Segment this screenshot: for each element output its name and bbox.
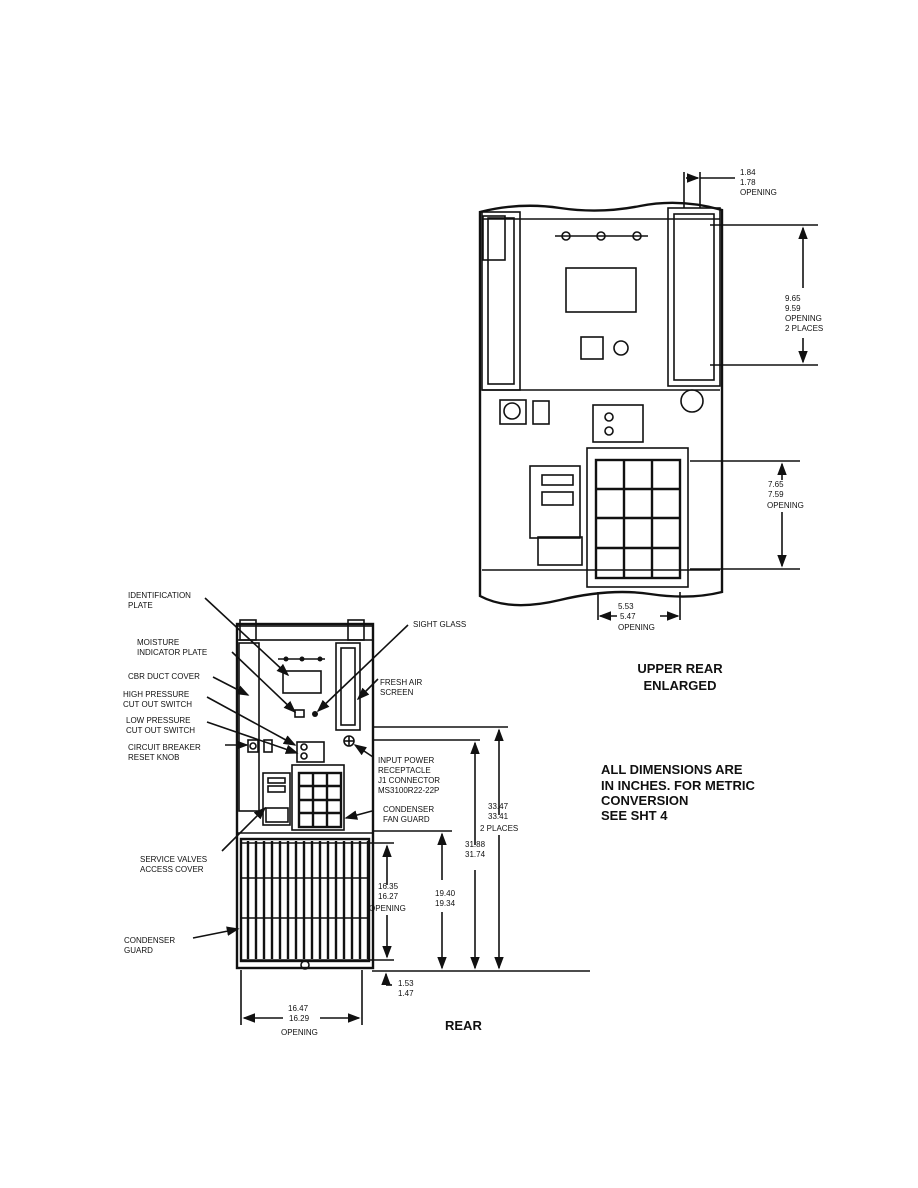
label-low-pressure-switch: LOW PRESSURE [126, 716, 190, 725]
dim-text: 5.47 [620, 612, 636, 621]
moisture-indicator-plate [580, 336, 604, 360]
dimension-note: ALL DIMENSIONS ARE IN INCHES. FOR METRIC… [601, 762, 755, 823]
dim-text: 19.40 [435, 889, 456, 898]
dim-text: 1.78 [740, 178, 756, 187]
view-title: REAR [445, 1018, 482, 1033]
label-input-power: J1 CONNECTOR [378, 776, 440, 785]
label-input-power: RECEPTACLE [378, 766, 431, 775]
note-line: IN INCHES. FOR METRIC [601, 778, 755, 793]
fresh-air-screen [335, 642, 361, 731]
label-identification-plate: PLATE [128, 601, 153, 610]
circuit-breaker-knob [249, 742, 257, 750]
dim-text: 7.65 [768, 480, 784, 489]
moisture-indicator-plate [294, 709, 305, 718]
dim-text: 31.88 [465, 840, 486, 849]
dim-text: 1.84 [740, 168, 756, 177]
dim-text: OPENING [767, 501, 804, 510]
dim-text: OPENING [281, 1028, 318, 1037]
dim-text: OPENING [740, 188, 777, 197]
circuit-breaker-knob [503, 402, 521, 420]
note-line: CONVERSION [601, 793, 688, 808]
cbr-duct-cover [238, 642, 260, 812]
dim-text: OPENING [369, 904, 406, 913]
dim-text: 33.41 [488, 812, 509, 821]
label-cbr-duct-cover: CBR DUCT COVER [128, 672, 200, 681]
label-circuit-breaker: CIRCUIT BREAKER [128, 743, 201, 752]
upper-rear-enlarged-view: 1.84 1.78 OPENING 9.65 9.59 OPENING 2 PL… [478, 168, 823, 693]
dim-text: 9.65 [785, 294, 801, 303]
dim-text: 16.27 [378, 892, 399, 901]
dim-text: 9.59 [785, 304, 801, 313]
condenser-fan-guard [586, 447, 689, 588]
label-condenser-guard: CONDENSER [124, 936, 175, 945]
rear-view: IDENTIFICATION PLATE MOISTURE INDICATOR … [123, 591, 590, 1037]
label-fresh-air-screen: SCREEN [380, 688, 414, 697]
view-title: UPPER REAR [637, 661, 723, 676]
dim-text: 7.59 [768, 490, 784, 499]
input-power-receptacle [680, 389, 704, 413]
label-condenser-fan-guard: CONDENSER [383, 805, 434, 814]
dim-text: 16.35 [378, 882, 399, 891]
label-service-valves: SERVICE VALVES [140, 855, 207, 864]
label-high-pressure-switch: HIGH PRESSURE [123, 690, 189, 699]
label-sight-glass: SIGHT GLASS [413, 620, 466, 629]
label-low-pressure-switch: CUT OUT SWITCH [126, 726, 195, 735]
sight-glass [312, 711, 318, 717]
dim-text: 19.34 [435, 899, 456, 908]
dim-text: 5.53 [618, 602, 634, 611]
dim-text: 31.74 [465, 850, 486, 859]
label-condenser-fan-guard: FAN GUARD [383, 815, 430, 824]
label-circuit-breaker: RESET KNOB [128, 753, 179, 762]
dim-text: OPENING [618, 623, 655, 632]
dim-text: 16.29 [289, 1014, 310, 1023]
dim-text: 1.53 [398, 979, 414, 988]
service-valves-access-cover [262, 772, 291, 826]
dim-text: 1.47 [398, 989, 414, 998]
view-title: ENLARGED [644, 678, 717, 693]
identification-plate [282, 670, 322, 694]
label-high-pressure-switch: CUT OUT SWITCH [123, 700, 192, 709]
fresh-air-screen [667, 207, 721, 387]
identification-plate [565, 267, 637, 313]
label-input-power: MS3100R22-22P [378, 786, 439, 795]
label-moisture-indicator-plate: MOISTURE [137, 638, 179, 647]
label-fresh-air-screen: FRESH AIR [380, 678, 422, 687]
unit-outline [235, 622, 375, 970]
label-condenser-guard: GUARD [124, 946, 153, 955]
dim-text: OPENING [785, 314, 822, 323]
condenser-guard [239, 837, 371, 970]
dim-text: 16.47 [288, 1004, 309, 1013]
note-line: ALL DIMENSIONS ARE [601, 762, 743, 777]
label-input-power: INPUT POWER [378, 756, 435, 765]
sight-glass [613, 340, 629, 356]
dim-text: 33.47 [488, 802, 509, 811]
pressure-switches [592, 404, 644, 443]
label-identification-plate: IDENTIFICATION [128, 591, 191, 600]
unit-outline [478, 201, 724, 607]
service-valves-access-cover [529, 465, 581, 539]
dim-text: 2 PLACES [480, 824, 518, 833]
condenser-fan-guard [291, 764, 345, 831]
dim-text: 2 PLACES [785, 324, 823, 333]
label-service-valves: ACCESS COVER [140, 865, 204, 874]
label-moisture-indicator-plate: INDICATOR PLATE [137, 648, 207, 657]
note-line: SEE SHT 4 [601, 808, 668, 823]
duct-latch [482, 215, 506, 261]
